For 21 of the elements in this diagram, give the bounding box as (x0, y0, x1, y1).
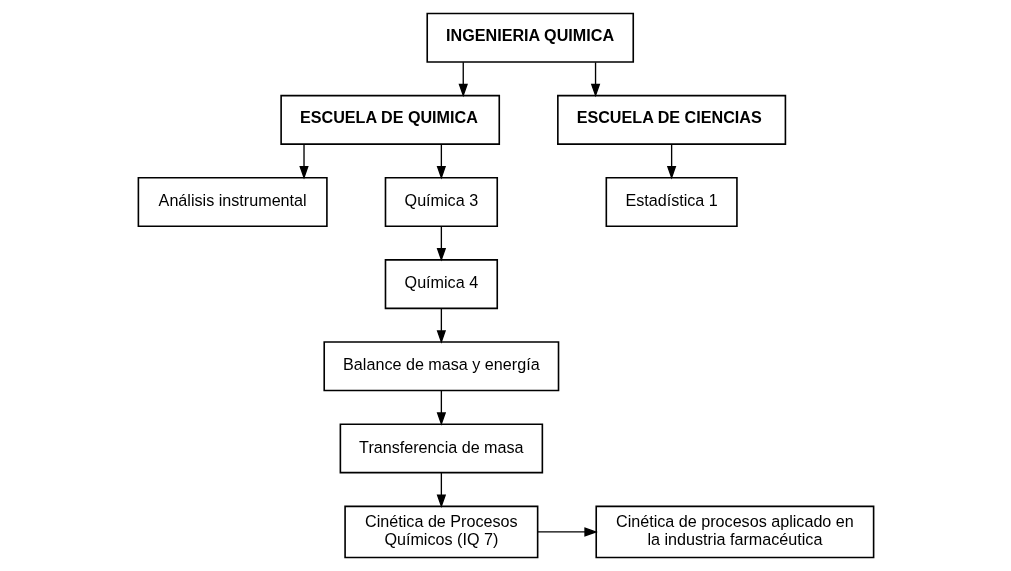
arrow (436, 390, 446, 426)
node-box: Cinética de Procesos Químicos (IQ 7) (343, 505, 538, 559)
arrow (436, 308, 446, 344)
node-box: Balance de masa y energía (322, 341, 559, 392)
node-box: ESCUELA DE CIENCIAS (556, 94, 786, 145)
arrow (666, 143, 676, 180)
arrow (458, 61, 468, 98)
arrow (436, 472, 446, 509)
node-box: Química 4 (384, 259, 498, 310)
arrow (436, 225, 446, 262)
node-box: Análisis instrumental (137, 176, 328, 228)
arrow (298, 143, 309, 180)
node-box: ESCUELA DE QUIMICA (279, 94, 500, 145)
node-box: INGENIERIA QUIMICA (425, 12, 634, 63)
arrow (590, 61, 600, 98)
node-box: Estadística 1 (605, 176, 738, 228)
arrow (436, 143, 446, 180)
node-box: Transferencia de masa (339, 423, 543, 474)
node-box: Cinética de procesos aplicado en la industria farmacéutica (594, 505, 874, 559)
arrow (536, 527, 598, 537)
node-box: Química 3 (384, 176, 498, 228)
